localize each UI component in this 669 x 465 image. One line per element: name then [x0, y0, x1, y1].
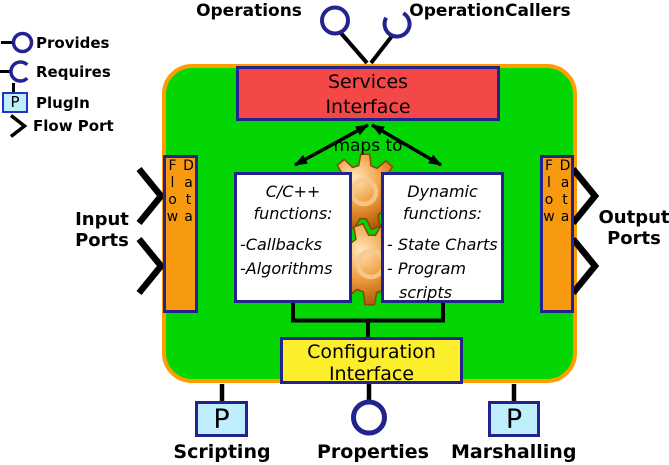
cpp-box-title-line2: functions: [253, 204, 333, 223]
cpp-functions-box: C/C++ functions: -Callbacks -Algorithms [234, 172, 352, 303]
maps-to-arrow-left [294, 123, 369, 167]
input-data-flow-label: Data Flow [164, 158, 197, 226]
legend-plugin-box-icon: P [2, 92, 28, 113]
operations-connector-line [338, 30, 369, 65]
configuration-interface-line1: Configuration [307, 341, 436, 363]
legend-provides-label: Provides [36, 34, 110, 52]
services-interface-box: Services Interface [236, 66, 500, 121]
output-port-chevron-2 [570, 236, 600, 296]
operations-label: Operations [196, 1, 302, 21]
properties-label: Properties [317, 441, 429, 463]
output-port-chevron-1 [570, 166, 600, 226]
legend-plugin-label: PlugIn [36, 94, 90, 112]
legend-plugin-symbol: P [10, 93, 20, 111]
cpp-box-title-line1: C/C++ [265, 182, 321, 201]
output-ports-label: Output Ports [598, 207, 669, 249]
flow-port-chevron-icon [9, 114, 28, 138]
dynamic-functions-box: Dynamic functions: - State Charts - Prog… [381, 172, 504, 303]
scripting-plugin-box-icon: P [195, 401, 248, 437]
maps-to-label: maps to [333, 136, 403, 156]
legend-requires-label: Requires [36, 63, 111, 81]
configuration-interface-box: Configuration Interface [280, 337, 463, 385]
operation-callers-label: OperationCallers [409, 1, 571, 21]
requires-arc-icon [9, 60, 29, 83]
legend-flow-port-label: Flow Port [33, 117, 114, 135]
configuration-interface-line2: Interface [328, 363, 415, 385]
marshalling-plugin-box-icon: P [488, 401, 540, 437]
services-interface-line2: Interface [325, 96, 411, 118]
input-port-chevron-2 [136, 236, 166, 296]
input-port-chevron-1 [136, 166, 166, 226]
maps-to-arrow-right [371, 123, 442, 167]
dynamic-box-item: - Program scripts [387, 259, 466, 302]
scripting-label: Scripting [173, 441, 271, 463]
properties-provides-icon [351, 399, 387, 436]
services-interface-line1: Services [327, 71, 409, 93]
input-ports-label: Input Ports [75, 209, 129, 251]
dynamic-box-title-line2: functions: [402, 204, 483, 223]
output-data-flow-box: Data Flow [540, 155, 574, 313]
cpp-box-item: -Callbacks [240, 235, 322, 254]
input-data-flow-box: Data Flow [163, 155, 198, 313]
dynamic-box-item: - State Charts [387, 235, 498, 254]
operation-callers-requires-icon [382, 11, 412, 39]
marshalling-label: Marshalling [451, 441, 577, 463]
output-data-flow-label: Data Flow [541, 158, 573, 226]
cpp-box-item: -Algorithms [240, 259, 333, 278]
dynamic-box-title-line1: Dynamic [407, 182, 478, 201]
provides-circle-icon [11, 31, 34, 54]
operation-callers-connector-line [369, 34, 394, 65]
operations-provides-icon [320, 5, 350, 36]
